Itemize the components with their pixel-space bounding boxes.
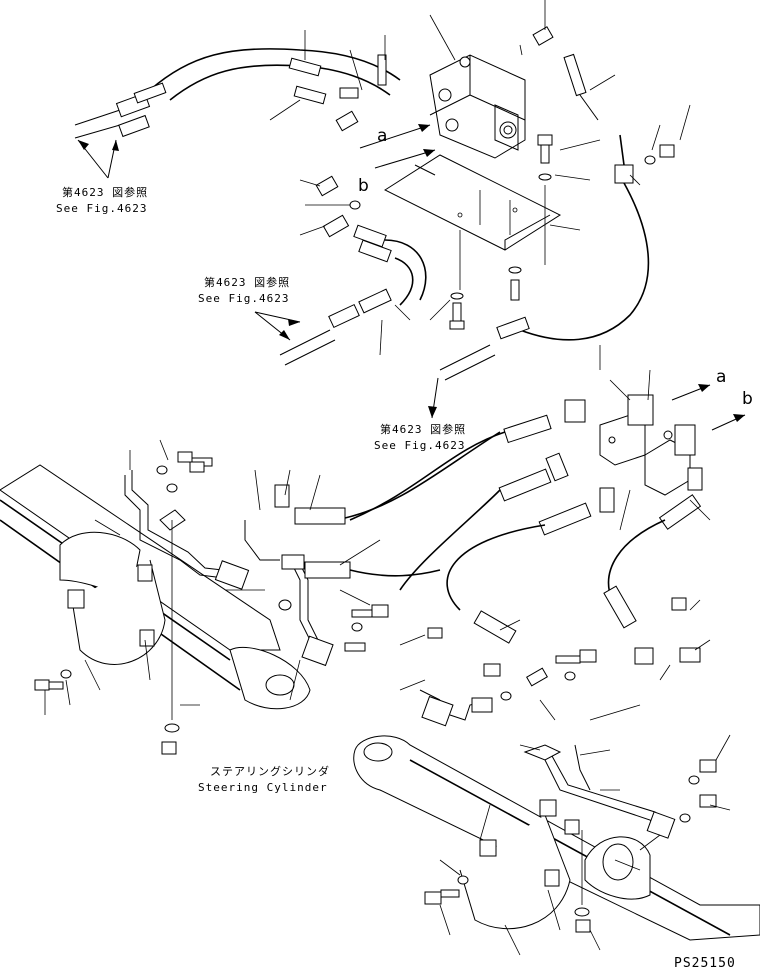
leader-lines-mid: [299, 179, 451, 356]
reference-note-3-jp: 第4623 図参照: [380, 423, 467, 436]
left-cylinder-clamp: [67, 559, 166, 665]
right-cylinder-clamp: [424, 799, 591, 933]
leader-lines-left: [44, 439, 381, 715]
steering-cylinder-label-en: Steering Cylinder: [198, 781, 328, 794]
leader-lines-right: [629, 104, 691, 186]
ref-arrow-3: [428, 377, 439, 419]
left-hoses: [274, 431, 501, 579]
mounting-bracket: [383, 154, 562, 251]
right-steering-cylinder: [353, 735, 760, 941]
marker-b-lower: b: [742, 389, 753, 409]
arrow-a-lower: [671, 384, 711, 401]
steering-valve: [429, 54, 526, 159]
marker-b-upper: b: [358, 176, 369, 196]
hose-set-right: [349, 399, 703, 611]
bracket-bolts: [449, 134, 553, 330]
reference-note-2-jp: 第4623 図参照: [204, 276, 291, 289]
left-pipe-run: [124, 470, 334, 667]
right-pipe-run: [419, 585, 717, 839]
manifold-blocks: [599, 394, 696, 496]
reference-note-1-jp: 第4623 図参照: [62, 186, 149, 199]
mid-left-fittings: [279, 175, 427, 366]
marker-a-upper: a: [377, 126, 388, 146]
ref-arrows-1: [77, 139, 119, 179]
arrow-a-upper: [359, 124, 431, 149]
steering-cylinder-label-jp: ステアリングシリンダ: [210, 765, 330, 778]
leader-lines-bottom: [399, 599, 731, 956]
figure-code: PS25150: [674, 956, 736, 971]
reference-note-3-en: See Fig.4623: [374, 439, 466, 452]
ref-arrows-2: [254, 311, 301, 341]
leader-lines-top: [269, 0, 616, 231]
tee-fitting: [439, 134, 675, 381]
arrow-b-upper: [374, 149, 436, 169]
upper-hose-fittings: [115, 26, 599, 138]
leader-lines-manifold: [599, 345, 711, 531]
reference-note-2-en: See Fig.4623: [198, 292, 290, 305]
arrow-b-lower: [711, 414, 746, 431]
marker-a-lower: a: [716, 367, 727, 387]
left-bolts: [34, 451, 389, 755]
reference-note-1-en: See Fig.4623: [56, 202, 148, 215]
